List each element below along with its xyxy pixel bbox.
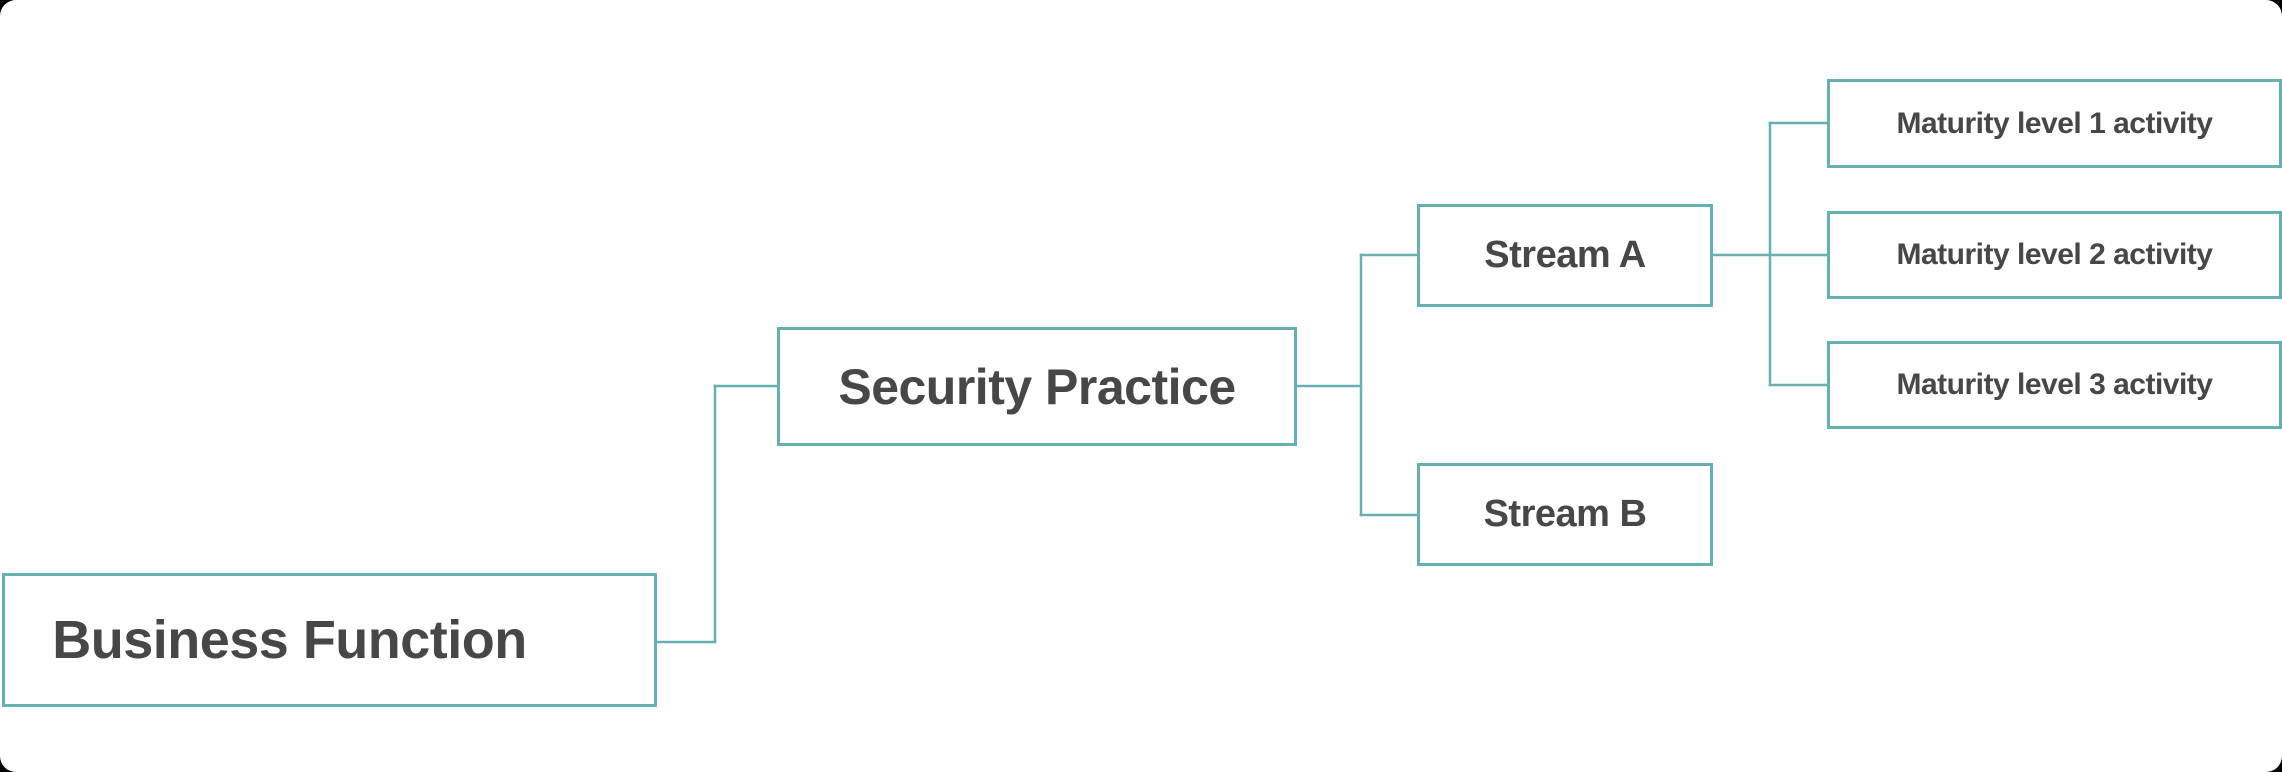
maturity-level-2-activity-box: Maturity level 2 activity <box>1827 211 2282 299</box>
business-function-label: Business Function <box>52 610 527 670</box>
stream-b-label: Stream B <box>1483 493 1647 535</box>
maturity-level-3-activity-box: Maturity level 3 activity <box>1827 341 2282 429</box>
business-function-box: Business Function <box>2 573 657 707</box>
security-practice-box: Security Practice <box>777 327 1297 446</box>
maturity-level-1-activity-box: Maturity level 1 activity <box>1827 79 2282 168</box>
maturity-level-3-activity-label: Maturity level 3 activity <box>1896 368 2213 401</box>
stream-a-box: Stream A <box>1417 204 1713 307</box>
stream-b-box: Stream B <box>1417 463 1713 566</box>
security-practice-label: Security Practice <box>838 358 1236 415</box>
maturity-level-2-activity-label: Maturity level 2 activity <box>1896 238 2213 271</box>
maturity-level-1-activity-label: Maturity level 1 activity <box>1896 106 2213 140</box>
stream-a-label: Stream A <box>1484 234 1646 276</box>
